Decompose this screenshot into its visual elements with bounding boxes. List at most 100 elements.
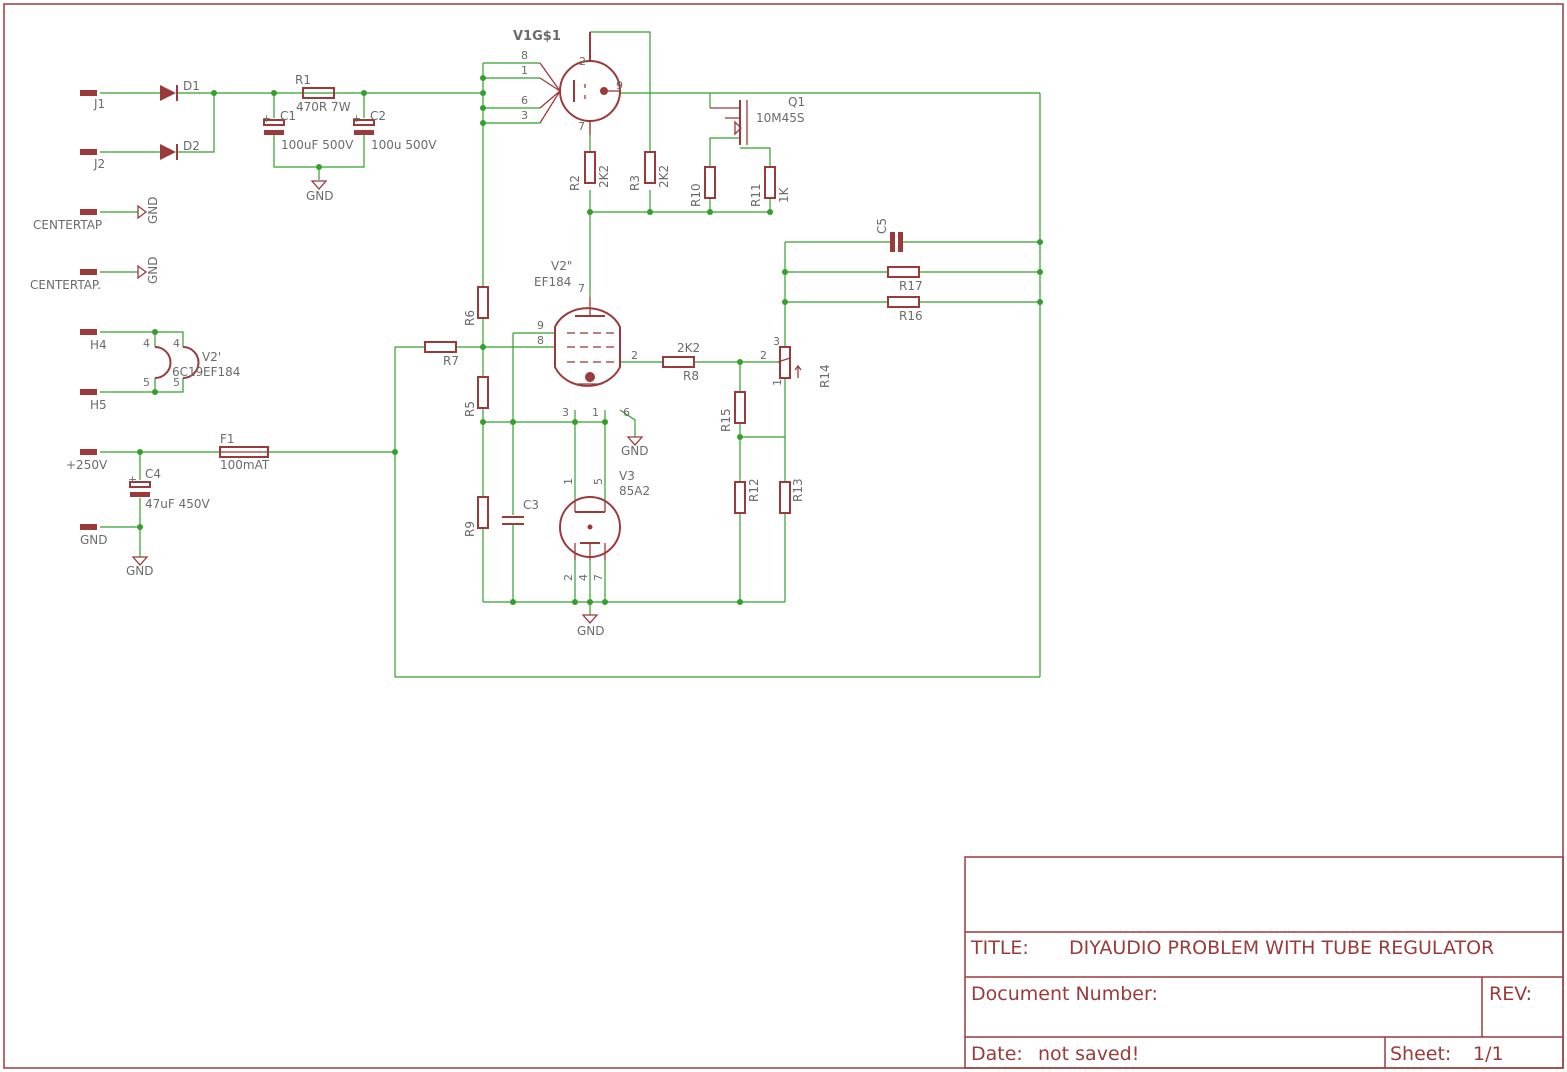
- c4-value: 47uF 450V: [145, 497, 210, 511]
- v1-pin-3: 3: [521, 109, 528, 122]
- c3-label: C3: [523, 498, 539, 512]
- ground-symbol: [131, 180, 644, 624]
- v1-pin-2: 2: [579, 55, 586, 68]
- title-value: DIYAUDIO PROBLEM WITH TUBE REGULATOR: [1069, 937, 1494, 959]
- gnd-label-v3: GND: [577, 624, 605, 638]
- r1-label: R1: [295, 73, 311, 87]
- r16-label: R16: [899, 309, 923, 323]
- q1-label: Q1: [788, 95, 805, 109]
- resistor-r2: [584, 151, 596, 184]
- document-number-label: Document Number:: [971, 983, 1158, 1005]
- v2h-label: V2': [202, 350, 221, 364]
- sheet-border: [3, 3, 1564, 1069]
- f1-value: 100mAT: [220, 458, 270, 472]
- f1-label: F1: [220, 432, 235, 446]
- rev-label: REV:: [1489, 983, 1532, 1005]
- v2h-pin-4b: 4: [173, 337, 180, 350]
- r14-label: R14: [818, 364, 832, 388]
- resistor-r15: [734, 391, 746, 424]
- r2-value: 2K2: [597, 165, 611, 188]
- sheet-value: 1/1: [1473, 1043, 1504, 1065]
- connector-j1-label: J1: [93, 97, 105, 111]
- r1-value: 470R 7W: [296, 100, 351, 114]
- v2h-value2: EF184: [203, 365, 240, 379]
- v2-pin-1: 1: [592, 406, 599, 419]
- date-label: Date:: [971, 1043, 1023, 1065]
- resistor-r8: [662, 356, 695, 368]
- c2-label: C2: [370, 109, 386, 123]
- d1-label: D1: [183, 79, 200, 93]
- title-block: TITLE: DIYAUDIO PROBLEM WITH TUBE REGULA…: [964, 856, 1564, 1069]
- diode-d2: [160, 144, 178, 160]
- resistor-r13: [779, 481, 791, 514]
- tube-v2-heater: [154, 346, 200, 379]
- r5-label: R5: [463, 401, 477, 417]
- connector-h5-label: H5: [90, 398, 107, 412]
- connector-centertap2-label: CENTERTAP.: [30, 278, 101, 292]
- resistor-r5: [477, 376, 489, 409]
- resistor-r12: [734, 481, 746, 514]
- resistor-r7: [424, 341, 457, 353]
- d2-label: D2: [183, 139, 200, 153]
- resistor-r10: [704, 166, 716, 199]
- tube-v1: [539, 32, 621, 135]
- r14-pin-3: 3: [773, 335, 780, 348]
- capacitor-c2: +: [352, 112, 375, 135]
- v2h-pin-4a: 4: [143, 337, 150, 350]
- v2-pin-9: 9: [537, 319, 544, 332]
- capacitor-c1: +: [262, 112, 285, 135]
- v3-label: V3: [619, 469, 635, 483]
- v2h-pin-5b: 5: [173, 376, 180, 389]
- v3-pin-2: 2: [562, 574, 575, 581]
- c2-value: 100u 500V: [371, 138, 437, 152]
- r8-value: 2K2: [677, 341, 700, 355]
- r7-label: R7: [443, 354, 459, 368]
- v2-pin-8: 8: [537, 334, 544, 347]
- resistor-r17: [887, 266, 920, 278]
- resistor-r1: [302, 87, 335, 99]
- svg-text:+: +: [262, 112, 271, 125]
- r6-label: R6: [463, 310, 477, 326]
- resistor-r16: [887, 296, 920, 308]
- v1-label: V1G$1: [513, 29, 561, 44]
- diode-d1: [160, 85, 178, 101]
- v3-pin-1: 1: [562, 478, 575, 485]
- connector-gnd-label: GND: [80, 533, 108, 547]
- title-label: TITLE:: [970, 937, 1029, 959]
- v1-pin-8: 8: [521, 49, 528, 62]
- connector-centertap-label: CENTERTAP: [33, 218, 102, 232]
- q1-value: 10M45S: [756, 111, 805, 125]
- v3-pin-4: 4: [577, 574, 590, 581]
- v3-value: 85A2: [619, 484, 650, 498]
- v1-pin-9: 9: [616, 79, 623, 92]
- v3-pin-7: 7: [592, 574, 605, 581]
- r14-pin-1: 1: [771, 379, 784, 386]
- v2h-value: 6C19: [172, 365, 203, 379]
- tube-v3: [559, 496, 621, 560]
- r9-label: R9: [463, 521, 477, 537]
- v2-value: EF184: [534, 275, 571, 289]
- r10-label: R10: [689, 183, 703, 207]
- r11-value: 1K: [777, 186, 791, 203]
- v1-pin-1: 1: [521, 64, 528, 77]
- v3-pin-5: 5: [592, 478, 605, 485]
- r12-label: R12: [747, 478, 761, 502]
- date-value: not saved!: [1038, 1043, 1139, 1065]
- gnd-label-c4: GND: [126, 564, 154, 578]
- fuse-f1: [219, 446, 269, 458]
- r8-label: R8: [683, 369, 699, 383]
- potentiometer-r14: [777, 346, 802, 379]
- capacitor-c4: +: [128, 473, 151, 497]
- capacitor-c3: [502, 516, 524, 525]
- connector-pads: [80, 90, 97, 530]
- r3-label: R3: [628, 175, 642, 191]
- r11-label: R11: [749, 183, 763, 207]
- r3-value: 2K2: [657, 165, 671, 188]
- v2-pin-7: 7: [578, 282, 585, 295]
- v2-pin-2: 2: [631, 349, 638, 362]
- resistor-r9: [477, 496, 489, 529]
- gnd-label-centertap: GND: [146, 196, 160, 224]
- connector-250v-label: +250V: [66, 458, 108, 472]
- svg-text:+: +: [352, 112, 361, 125]
